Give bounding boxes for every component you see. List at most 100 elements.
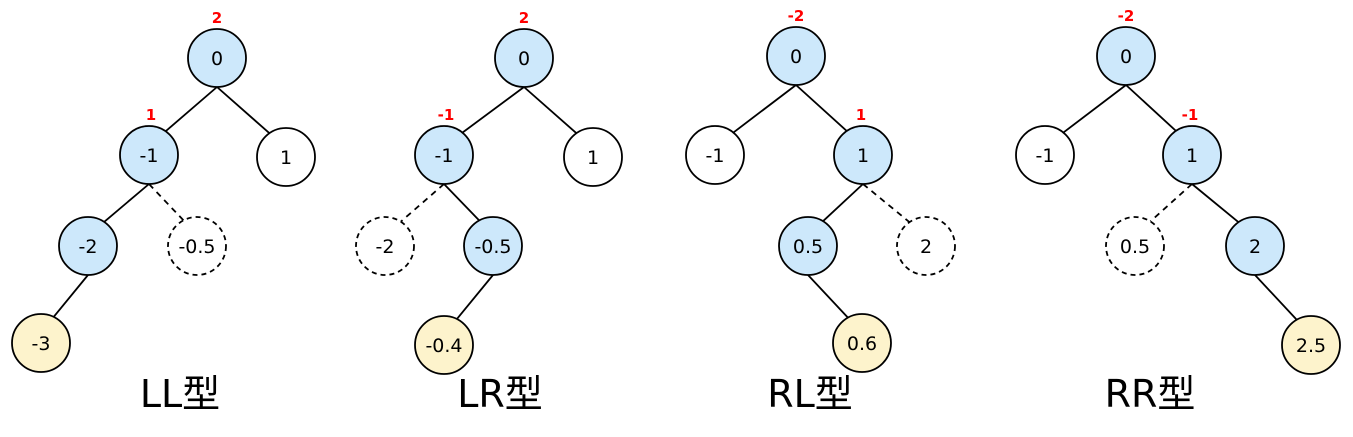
case-title: RL型 <box>767 372 853 416</box>
node-label: 1 <box>587 147 599 169</box>
tree-node-right-right: 2 <box>896 216 956 276</box>
node-circle <box>119 125 179 185</box>
tree-node-left-right: -0.5 <box>463 216 523 276</box>
node-circle <box>1225 216 1285 276</box>
node-circle <box>463 216 523 276</box>
tree-node-left: -1 <box>1015 125 1075 185</box>
balance-factor-label: 2 <box>212 9 222 27</box>
node-circle <box>685 125 745 185</box>
tree-node-right: 11 <box>833 106 893 185</box>
node-circle <box>563 127 623 187</box>
tree-edge <box>216 86 271 134</box>
tree-node-root: 02 <box>187 9 247 88</box>
tree-node-right-left: 0.5 <box>1105 216 1165 276</box>
tree-node-root: 0 -2 <box>766 7 826 86</box>
tree-node-left-left: -2 <box>58 216 118 276</box>
node-label: 0 <box>1120 46 1132 68</box>
tree-node-root: 02 <box>494 9 554 88</box>
tree-edge-dashed <box>862 183 911 223</box>
node-label: -1 <box>1036 145 1055 167</box>
balance-factor-label: 1 <box>856 106 866 124</box>
node-label: 0 <box>790 46 802 68</box>
tree-node-left: -1 <box>685 125 745 185</box>
tree-node-root: 0 -2 <box>1096 7 1156 86</box>
node-label: 1 <box>280 147 292 169</box>
tree-edge <box>1191 183 1240 223</box>
node-circle <box>833 125 893 185</box>
case-title: LL型 <box>140 372 220 416</box>
node-circle <box>167 216 227 276</box>
tree-edge <box>732 84 797 134</box>
tree-edge <box>795 84 848 132</box>
node-circle <box>766 26 826 86</box>
tree-edge <box>443 183 480 222</box>
tree-node-inserted: -0.4 <box>414 315 474 375</box>
tree-edge <box>822 183 864 222</box>
node-label: 0.5 <box>1120 236 1150 258</box>
node-circle <box>355 216 415 276</box>
node-circle <box>187 28 247 88</box>
tree-node-inserted: 2.5 <box>1281 315 1341 375</box>
tree-node-right-left: 0.5 <box>778 216 838 276</box>
node-label: 1 <box>857 145 869 167</box>
node-label: 0 <box>518 48 530 70</box>
tree-node-right: 1 <box>563 127 623 187</box>
tree-node-left-right: -0.5 <box>167 216 227 276</box>
node-circle <box>494 28 554 88</box>
node-label: 0 <box>211 48 223 70</box>
node-circle <box>414 125 474 185</box>
balance-factor-label: 1 <box>146 106 156 124</box>
tree-edge <box>523 86 578 134</box>
tree-edge <box>456 274 494 320</box>
node-circle <box>1096 26 1156 86</box>
node-circle <box>832 313 892 373</box>
node-circle <box>896 216 956 276</box>
node-label: 2 <box>920 236 932 258</box>
tree-edge <box>165 86 218 132</box>
tree-edge <box>1125 84 1177 132</box>
tree-edge-dashed <box>400 183 445 223</box>
case-title: RR型 <box>1105 372 1196 416</box>
node-label: -3 <box>32 333 51 355</box>
node-circle <box>58 216 118 276</box>
node-label: 1 <box>1186 145 1198 167</box>
node-label: -1 <box>140 145 159 167</box>
balance-factor-label: 2 <box>519 9 529 27</box>
tree-edge <box>52 274 89 318</box>
node-circle <box>778 216 838 276</box>
tree-edge <box>103 183 150 223</box>
node-label: -1 <box>706 145 725 167</box>
node-circle <box>414 315 474 375</box>
node-label: -0.5 <box>474 236 511 258</box>
tree-edge <box>461 86 525 134</box>
balance-factor-label: -1 <box>438 106 455 124</box>
tree-edge <box>1254 274 1298 321</box>
node-label: 2.5 <box>1296 335 1326 357</box>
tree-edge <box>807 274 849 319</box>
node-circle <box>1162 125 1222 185</box>
node-circle <box>1105 216 1165 276</box>
node-label: 0.6 <box>847 333 877 355</box>
node-circle <box>1015 125 1075 185</box>
balance-factor-label: -2 <box>1118 7 1135 25</box>
tree-node-right-right: 2 <box>1225 216 1285 276</box>
node-label: -2 <box>376 236 395 258</box>
balance-factor-label: -1 <box>1182 106 1199 124</box>
node-label: -1 <box>435 145 454 167</box>
node-label: -2 <box>79 236 98 258</box>
balance-factor-label: -2 <box>788 7 805 25</box>
tree-edge <box>1062 84 1127 134</box>
node-label: -0.4 <box>425 335 462 357</box>
tree-node-right: 1 <box>256 127 316 187</box>
node-label: -0.5 <box>178 236 215 258</box>
tree-node-right: 1 -1 <box>1162 106 1222 185</box>
tree-node-inserted: -3 <box>11 313 71 373</box>
tree-node-left: -1 1 <box>119 106 179 185</box>
case-title: LR型 <box>457 372 543 416</box>
